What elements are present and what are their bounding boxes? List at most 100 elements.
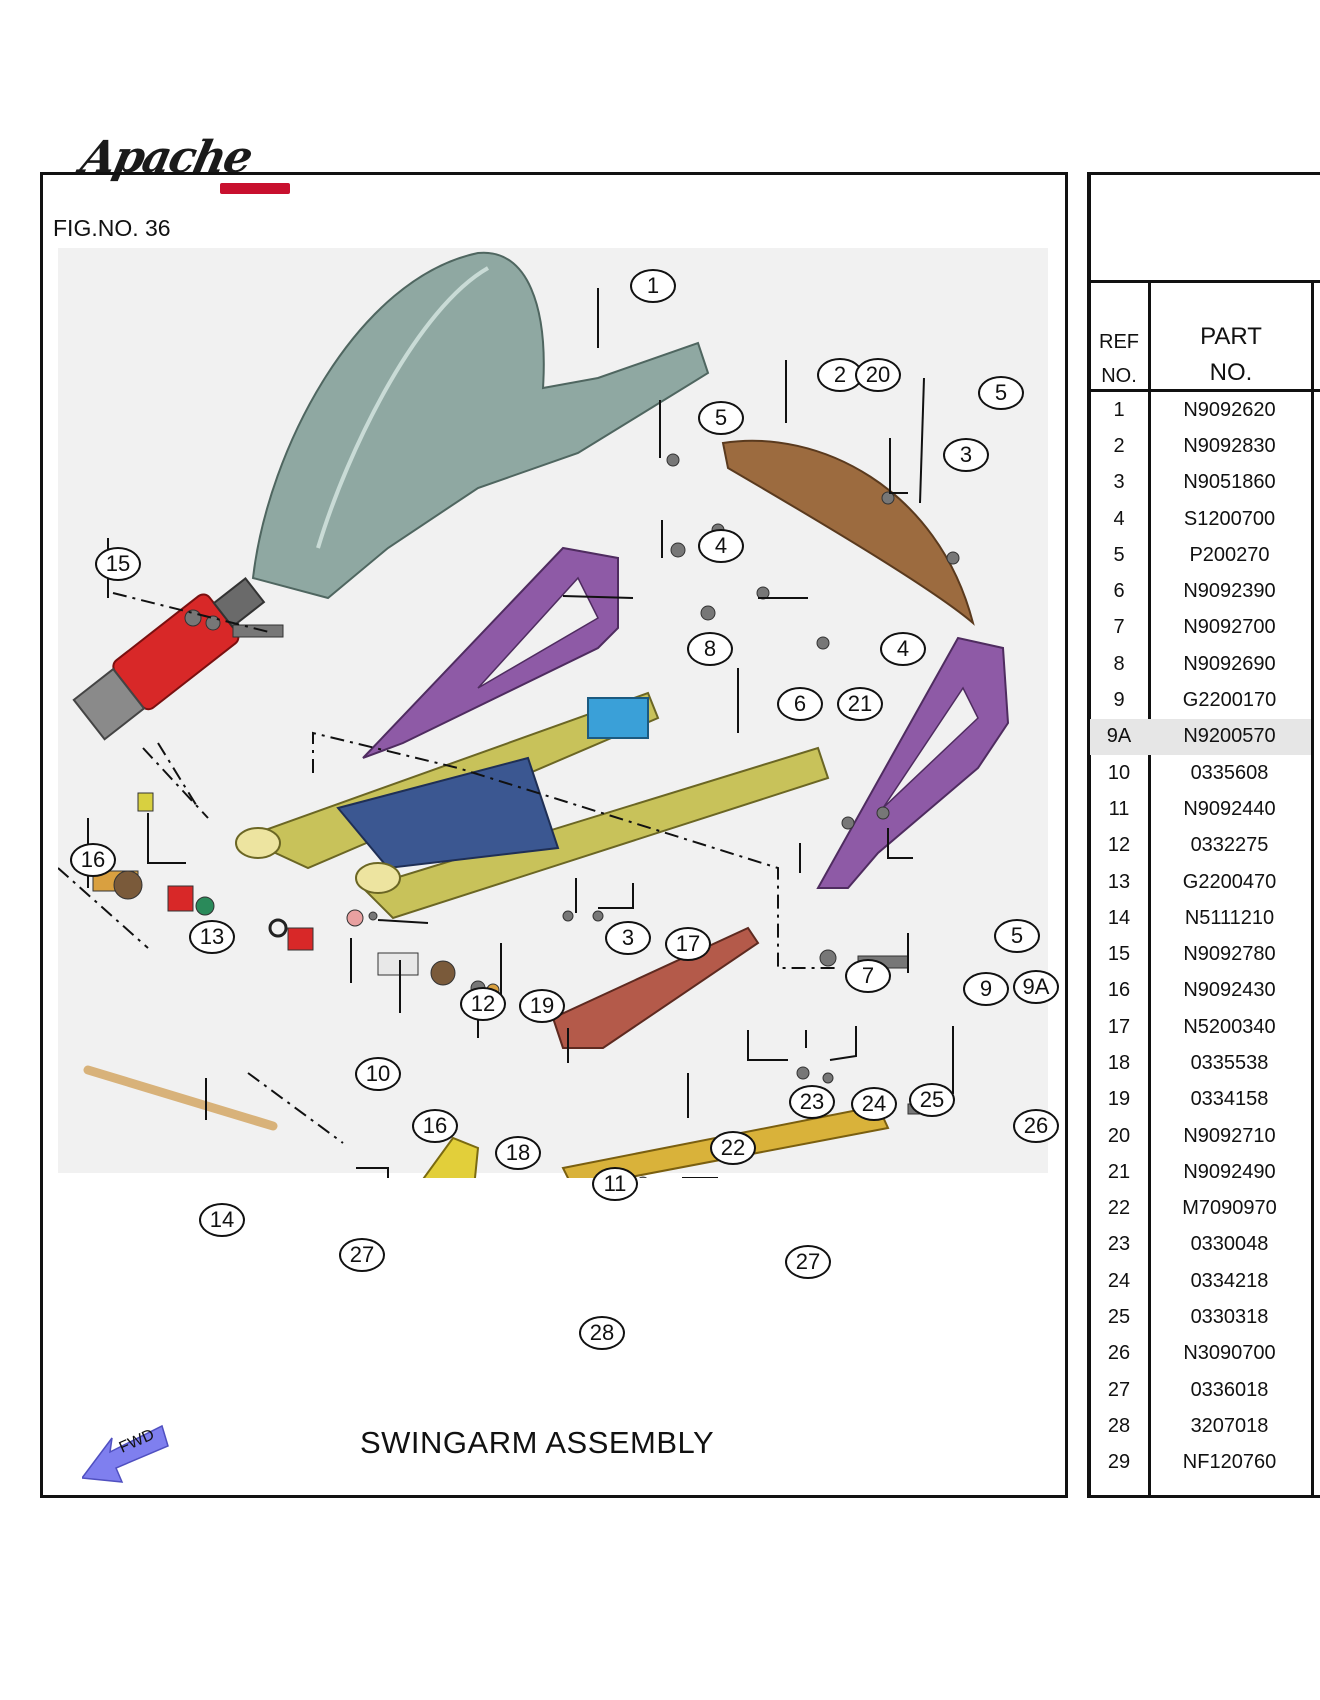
part-no-cell: G2200170	[1182, 689, 1277, 712]
callout-balloon: 18	[495, 1136, 541, 1170]
chain-guard	[721, 439, 975, 626]
part-no-cell: G2200470	[1182, 870, 1277, 893]
part-no-cell: N9092430	[1183, 979, 1276, 1002]
header-ref-line2: NO.	[1101, 365, 1137, 387]
callout-balloon: 5	[978, 376, 1024, 410]
ref-no-cell: 3	[1113, 471, 1125, 494]
callout-balloon: 6	[777, 687, 823, 721]
table-row: 29 NF120760	[1090, 1445, 1311, 1481]
callout-balloon: 26	[1013, 1109, 1059, 1143]
ref-no-cell: 24	[1107, 1269, 1131, 1292]
ref-no-cell: 25	[1107, 1306, 1131, 1329]
figure-number: FIG.NO. 36	[53, 215, 171, 241]
ref-no-cell: 10	[1107, 761, 1131, 784]
bracket-left	[362, 546, 619, 759]
table-row: 20 N9092710	[1090, 1118, 1311, 1154]
ref-no-cell: 29	[1107, 1451, 1131, 1474]
part-no-cell: N9200570	[1183, 725, 1276, 748]
ref-no-cell: 1	[1113, 398, 1125, 421]
ref-no-cell: 19	[1107, 1088, 1131, 1111]
part-no-cell: 0332275	[1190, 834, 1269, 857]
table-top-rule	[1087, 280, 1320, 283]
callout-balloon: 11	[592, 1167, 638, 1201]
part-no-cell: N9092830	[1183, 434, 1276, 457]
callout-balloon: 24	[851, 1087, 897, 1121]
part-no-cell: P200270	[1189, 543, 1270, 566]
table-row: 12 0332275	[1090, 828, 1311, 864]
ref-no-cell: 27	[1107, 1378, 1131, 1401]
part-no-cell: N5111210	[1184, 906, 1275, 929]
ref-no-cell: 21	[1107, 1160, 1131, 1183]
callout-balloon: 4	[880, 632, 926, 666]
part-no-cell: N9092490	[1183, 1160, 1276, 1183]
callout-balloon: 4	[698, 529, 744, 563]
callout-balloon: 3	[943, 438, 989, 472]
header-ref-line1: REF	[1099, 331, 1139, 353]
part-no-cell: 0330318	[1190, 1306, 1269, 1329]
part-no-cell: M7090970	[1182, 1197, 1277, 1220]
ref-no-cell: 20	[1107, 1124, 1131, 1147]
part-no-cell: N9092710	[1183, 1124, 1276, 1147]
table-column-divider-2	[1311, 280, 1314, 1498]
callout-balloon: 27	[785, 1245, 831, 1279]
parts-table-frame	[1087, 172, 1320, 1498]
ref-no-cell: 4	[1113, 507, 1125, 530]
table-row: 16 N9092430	[1090, 973, 1311, 1009]
ref-no-cell: 6	[1113, 580, 1125, 603]
callout-balloon: 1	[630, 269, 676, 303]
part-no-cell: 0335538	[1190, 1051, 1269, 1074]
table-row: 19 0334158	[1090, 1082, 1311, 1118]
ref-no-cell: 9A	[1106, 725, 1132, 748]
part-no-cell: N9092620	[1183, 398, 1276, 421]
callout-balloon: 5	[698, 401, 744, 435]
ref-no-cell: 17	[1107, 1015, 1131, 1038]
callout-balloon: 28	[579, 1316, 625, 1350]
ref-no-cell: 28	[1107, 1414, 1131, 1437]
table-row: 21 N9092490	[1090, 1154, 1311, 1190]
exploded-parts-diagram	[57, 248, 1048, 1234]
table-row: 9A N9200570	[1090, 718, 1311, 755]
callout-balloon: 8	[687, 632, 733, 666]
table-column-divider	[1148, 280, 1151, 1498]
table-row: 24 0334218	[1090, 1263, 1311, 1299]
ref-no-cell: 5	[1113, 543, 1125, 566]
ref-no-cell: 16	[1107, 979, 1131, 1002]
callout-balloon: 3	[605, 921, 651, 955]
logo-red-bar	[220, 183, 290, 194]
part-no-cell: 0334158	[1190, 1088, 1269, 1111]
drawing-frame	[40, 172, 1068, 1498]
callout-balloon: 10	[355, 1057, 401, 1091]
callout-balloon: 17	[665, 927, 711, 961]
part-no-cell: N9092780	[1183, 943, 1276, 966]
callout-balloon: 27	[339, 1238, 385, 1272]
callout-balloon: 13	[189, 920, 235, 954]
part-no-cell: 0334218	[1190, 1269, 1269, 1292]
part-no-cell: N9092700	[1183, 616, 1276, 639]
part-no-cell: N9092440	[1183, 797, 1276, 820]
ref-no-cell: 9	[1113, 689, 1125, 712]
chain-adjuster	[551, 926, 760, 1049]
ref-no-cell: 12	[1107, 834, 1131, 857]
callout-balloon: 16	[412, 1109, 458, 1143]
callout-balloon: 5	[994, 919, 1040, 953]
callout-balloon: 16	[70, 843, 116, 877]
header-part-no: PART NO.	[1151, 319, 1311, 391]
callout-balloon: 14	[199, 1203, 245, 1237]
callout-balloon: 23	[789, 1085, 835, 1119]
table-row: 1 N9092620	[1090, 392, 1311, 428]
part-no-cell: N9092390	[1183, 580, 1276, 603]
ref-no-cell: 8	[1113, 652, 1125, 675]
part-no-cell: 0330048	[1190, 1233, 1269, 1256]
ref-no-cell: 22	[1107, 1197, 1131, 1220]
part-no-cell: NF120760	[1182, 1451, 1277, 1474]
